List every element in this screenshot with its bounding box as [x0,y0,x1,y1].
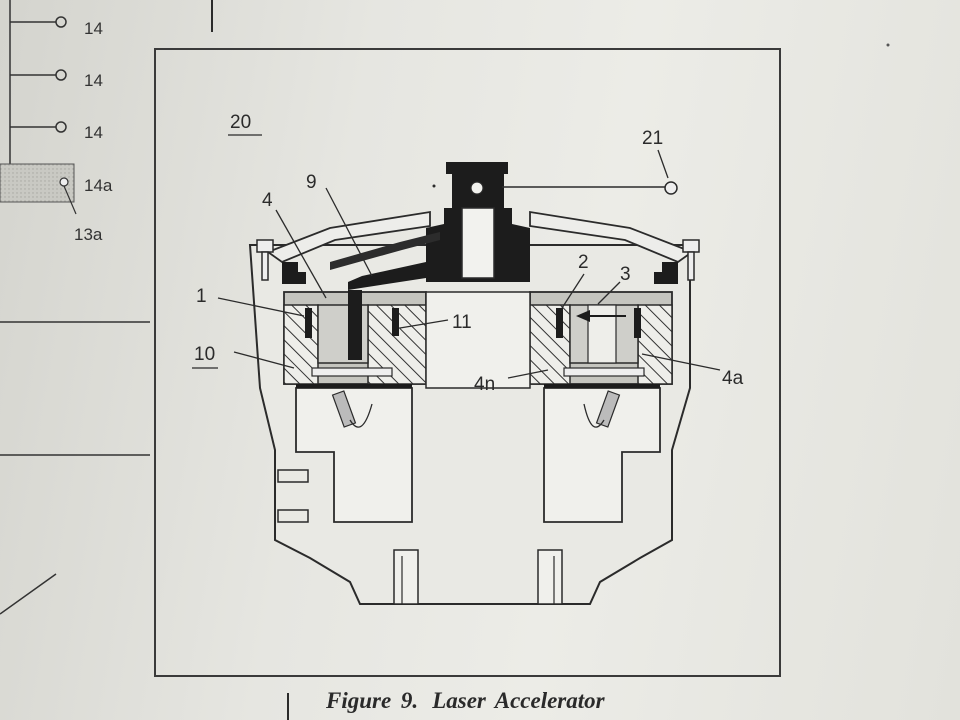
fragment-label: 14 [84,19,103,38]
label-part-4: 4 [262,190,273,211]
fragment-label: 14a [84,176,113,195]
fragment-lead-2 [10,69,67,81]
label-system-20: 20 [230,112,251,133]
fragment-label: 14 [84,71,103,90]
label-terminal-21: 21 [642,128,663,149]
terminal-21 [502,181,678,195]
label-part-9: 9 [306,172,317,193]
label-part-11: 11 [452,312,472,333]
figure-title: Laser Accelerator [432,688,605,713]
lid-assembly [256,210,700,284]
label-part-4a: 4a [722,368,744,389]
label-part-10: 10 [194,344,215,365]
fragment-lead-1 [10,16,67,28]
figure-frame [154,48,781,677]
figure-number: Figure 9. [326,688,419,713]
label-part-2: 2 [578,252,589,273]
central-opening [425,291,531,389]
figure-caption: Figure 9. Laser Accelerator [326,688,619,714]
fragment-label: 13a [74,225,103,244]
left-fragment: 14 14 14 14a 13a [0,0,213,615]
fragment-lead-3 [10,121,67,133]
right-coil-assembly [529,291,673,428]
label-part-3: 3 [620,264,631,285]
central-column [330,162,530,290]
label-part-1: 1 [196,286,207,307]
label-part-4n: 4n [474,374,495,395]
terminal-icon [664,181,678,195]
fragment-label: 14 [84,123,103,142]
leader-lines [217,149,721,379]
